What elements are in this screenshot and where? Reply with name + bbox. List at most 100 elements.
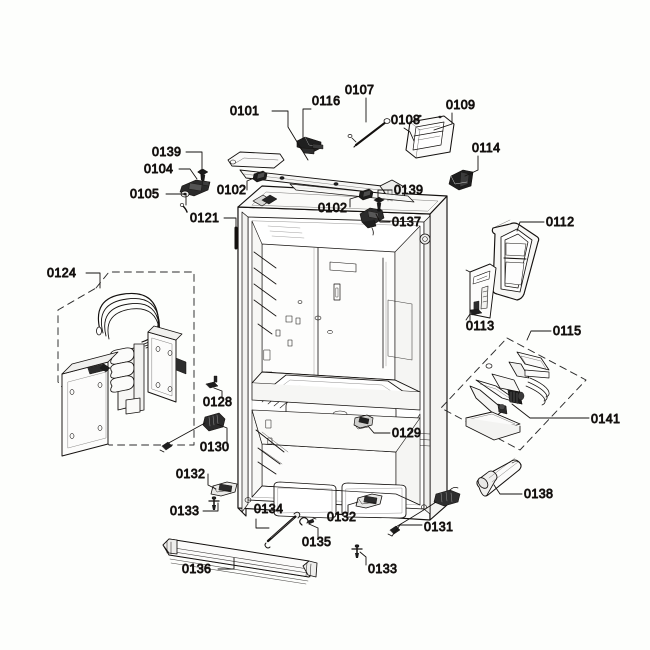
callout-0129: 0129 [367,425,421,440]
callout-0114: 0114 [464,141,501,177]
callout-number-label: 0114 [472,141,500,155]
callout-leader-line [207,473,217,490]
callout-0112: 0112 [516,215,575,232]
part-0124-hinge-assembly [61,292,187,457]
callout-leader-line [178,168,198,180]
callout-leader-line [213,387,223,399]
callout-leader-line [85,272,101,289]
part-0132a-clip [210,481,238,497]
part-0133b-screw [351,544,363,558]
callout-0101: 0101 [230,104,309,161]
part-0134-long-pin [264,511,301,549]
callout-leader-line [403,127,415,142]
callout-0134: 0134 [254,502,283,529]
part-0138-cylinder [476,457,522,497]
callout-leader-line [217,557,235,570]
callout-number-label: 0112 [546,215,574,229]
callout-leader-line [433,112,453,131]
lower-compartment [251,409,421,519]
group-0115-0141-dashed-region [440,337,587,451]
callout-number-label: 0104 [144,162,173,176]
callout-number-label: 0102 [217,183,246,197]
callout-0105: 0105 [130,187,187,206]
callout-0135: 0135 [302,523,331,549]
part-0139a-screw [197,168,209,183]
callout-0141: 0141 [511,403,620,426]
part-0109-vent-frame [405,114,455,159]
callout-leader-line [308,523,319,539]
part-0132b-clip [355,493,383,509]
callout-leader-line [223,217,237,229]
part-0115-icemaker-assembly [465,351,550,441]
part-0131-bracket-wire [387,486,461,537]
part-0135-clip [299,516,317,526]
callout-0104: 0104 [144,162,198,180]
callout-leader-line [255,518,270,529]
callout-number-label: 0132 [176,467,205,481]
main-cabinet-body [237,185,448,521]
part-0128-clip [205,375,219,389]
callout-number-label: 0137 [392,215,421,229]
callout-0132: 0132 [176,467,217,490]
part-0137-hinge-bracket [359,207,385,236]
callout-0108: 0108 [391,113,420,142]
callout-leader-line [302,108,312,140]
callout-0121: 0121 [190,211,237,229]
callout-number-label: 0107 [345,83,374,97]
callout-number-label: 0135 [302,535,331,549]
callout-number-label: 0115 [553,324,581,338]
callout-number-label: 0109 [446,98,475,112]
part-0136-bottom-grille [162,538,318,585]
callout-leader-line [359,551,367,566]
callout-number-label: 0102 [318,201,347,215]
callout-number-label: 0134 [254,502,283,516]
part-0129-latch [353,414,374,430]
callout-leader-line [511,403,590,419]
callout-0124: 0124 [47,266,101,289]
callout-leader-line [165,193,187,206]
callout-0136: 0136 [182,557,235,576]
upper-compartment [251,220,421,393]
callout-number-label: 0105 [130,187,159,201]
callout-leader-line [526,330,552,341]
callout-0131: 0131 [391,520,453,537]
callout-leader-line [202,502,219,512]
callout-0133: 0133 [359,551,397,576]
callout-0139: 0139 [377,183,423,201]
callout-0139: 0139 [152,145,203,172]
part-0105-pin [179,203,188,213]
callout-number-label: 0121 [190,211,219,225]
callout-leader-line [516,221,545,232]
callout-leader-line [246,177,255,191]
callout-number-label: 0133 [170,504,199,518]
part-0102b-fastener [358,188,374,201]
part-0133a-screw [208,496,220,510]
callout-0138: 0138 [493,484,553,501]
callout-0115: 0115 [526,324,582,341]
callout-0113: 0113 [466,308,495,333]
callout-0130: 0130 [200,423,229,454]
callout-number-label: 0132 [327,510,356,524]
part-0112-gasket-frame [491,219,540,301]
callout-number-label: 0136 [182,562,211,576]
callout-number-label: 0116 [312,94,340,108]
callout-leader-line [375,213,391,223]
callout-number-label: 0138 [524,487,553,501]
callout-number-label: 0108 [391,113,420,127]
callout-number-label: 0130 [200,440,229,454]
callout-0128: 0128 [203,387,232,409]
callout-0102: 0102 [318,195,361,215]
part-0102a-fastener [252,170,268,183]
callout-leader-line [464,155,479,177]
part-0116-bracket [296,136,324,155]
part-0104-hinge [179,179,211,198]
callout-0137: 0137 [375,213,421,229]
part-0130-sensor-with-wire [159,412,226,453]
callout-number-label: 0129 [392,426,421,440]
callout-number-label: 0128 [203,395,232,409]
callout-0107: 0107 [345,83,374,123]
callout-number-label: 0139 [152,145,181,159]
